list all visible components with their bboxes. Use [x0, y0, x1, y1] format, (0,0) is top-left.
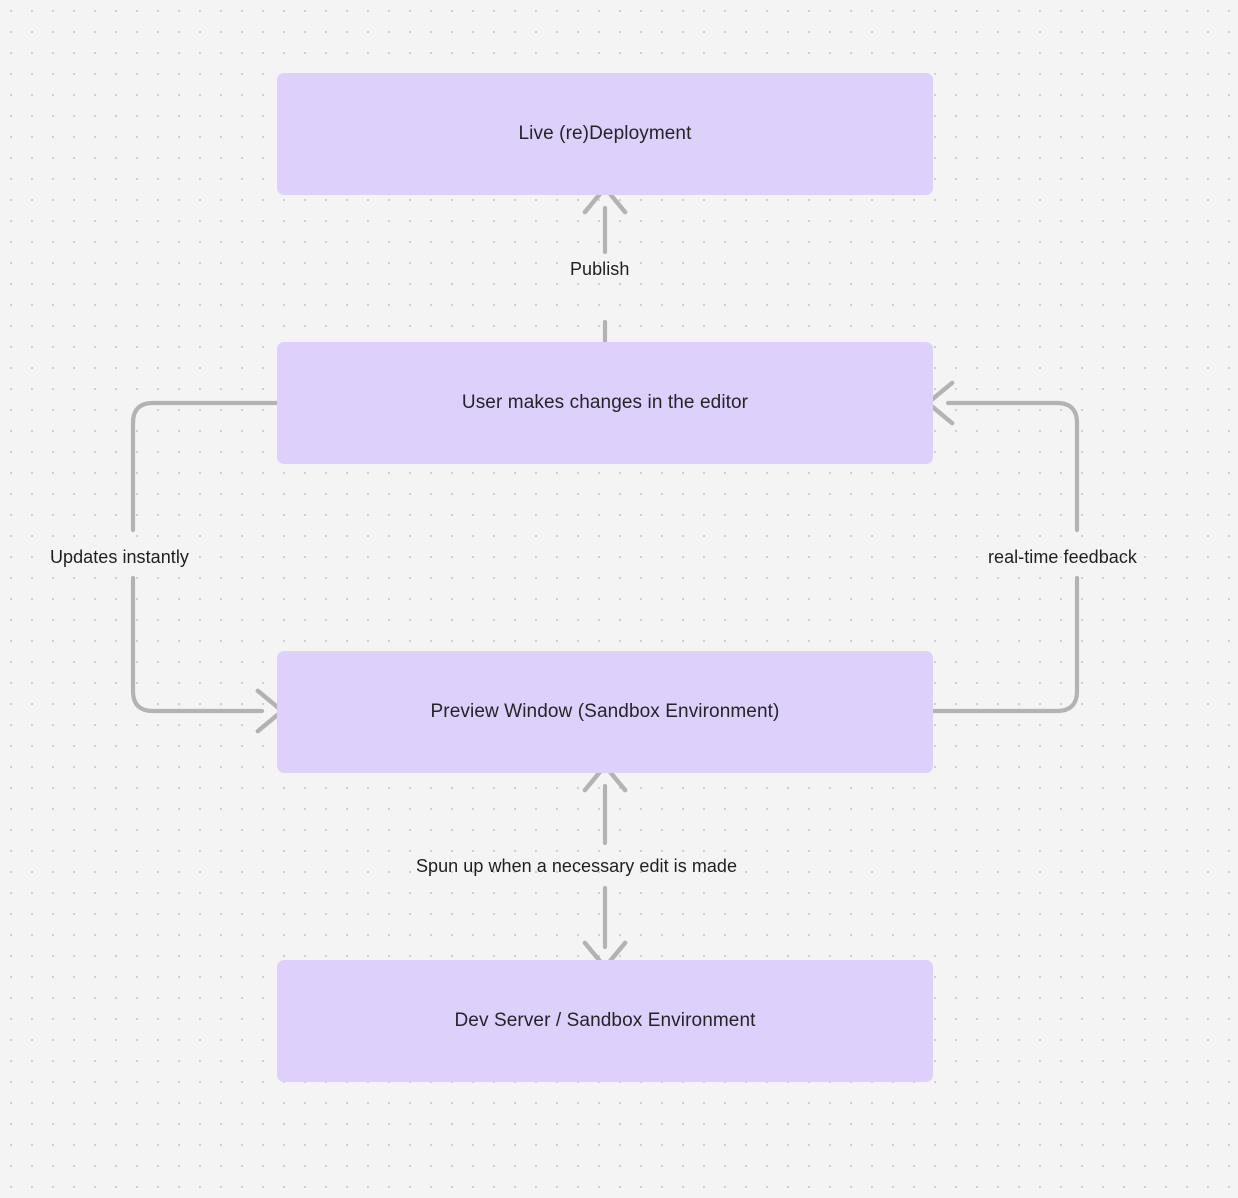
node-dev-server-label: Dev Server / Sandbox Environment — [454, 1010, 756, 1032]
node-preview-window[interactable]: Preview Window (Sandbox Environment) — [277, 651, 933, 773]
node-preview-window-label: Preview Window (Sandbox Environment) — [430, 701, 780, 723]
edge-label-spun-up: Spun up when a necessary edit is made — [416, 856, 738, 876]
node-user-makes-changes[interactable]: User makes changes in the editor — [277, 342, 933, 464]
edge-label-publish: Publish — [570, 259, 630, 279]
node-live-redeployment-label: Live (re)Deployment — [518, 123, 692, 145]
edge-label-realtime-feedback: real-time feedback — [988, 547, 1137, 567]
edge-label-updates-instantly: Updates instantly — [50, 547, 189, 567]
node-live-redeployment[interactable]: Live (re)Deployment — [277, 73, 933, 195]
node-dev-server[interactable]: Dev Server / Sandbox Environment — [277, 960, 933, 1082]
node-user-makes-changes-label: User makes changes in the editor — [461, 392, 749, 414]
